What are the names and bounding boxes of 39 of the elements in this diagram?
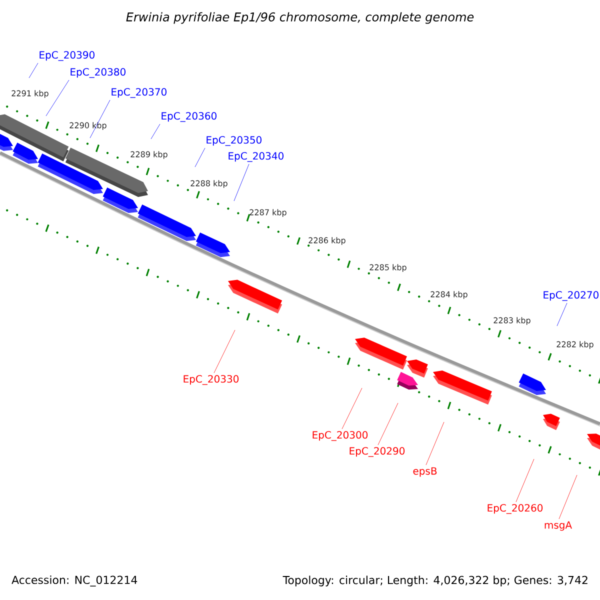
leader-line xyxy=(556,302,568,326)
title: Erwinia pyrifoliae Ep1/96 chromosome, complete genome xyxy=(126,12,474,24)
scale-label: 2287 kbp xyxy=(250,209,286,217)
gene-label: EpC_20270 xyxy=(544,291,598,301)
scale-label: 2284 kbp xyxy=(430,291,468,299)
scale-label: 2289 kbp xyxy=(130,151,168,159)
scale-label: 2285 kbp xyxy=(370,264,406,272)
gene-label: EpC_20380 xyxy=(70,68,126,78)
leader-line xyxy=(28,62,38,78)
genome-info-text: Topology: circular; Length: 4,026,322 bp; Genes: 3,742 xyxy=(282,576,588,586)
gene-label: EpC_20350 xyxy=(206,136,262,146)
gene-label: EpC_20300 xyxy=(312,431,368,441)
scale-label: 2288 kbp xyxy=(190,180,228,188)
gene-label: EpC_20370 xyxy=(112,88,166,98)
scale-label: 2290 kbp xyxy=(70,122,106,130)
scale-label: 2286 kbp xyxy=(308,237,346,245)
scale-label: 2283 kbp xyxy=(494,317,530,325)
gene-label: EpC_20330 xyxy=(184,375,239,385)
gene-label: EpC_20260 xyxy=(488,504,543,514)
scale-label: 2282 kbp xyxy=(556,341,594,349)
leader-line xyxy=(516,458,534,502)
leader-line xyxy=(90,100,110,138)
gene-label: epsB xyxy=(413,467,437,477)
leader-line xyxy=(214,330,236,374)
scale-label: 2291 kbp xyxy=(12,90,48,98)
gene-label: EpC_20390 xyxy=(40,51,94,61)
gene-label: msgA xyxy=(544,521,572,531)
accession-text: Accession: NC_012214 xyxy=(12,576,138,586)
leader-line xyxy=(234,164,250,202)
leader-line xyxy=(426,422,444,466)
leader-line xyxy=(194,148,206,168)
gene-label: EpC_20290 xyxy=(350,447,405,457)
leader-line xyxy=(342,388,362,430)
leader-line xyxy=(150,124,160,140)
leader-line xyxy=(558,474,578,520)
gene-label: EpC_20340 xyxy=(228,152,284,162)
leader-line xyxy=(378,402,398,446)
gene-label: EpC_20360 xyxy=(162,112,216,122)
leader-line xyxy=(46,80,70,116)
